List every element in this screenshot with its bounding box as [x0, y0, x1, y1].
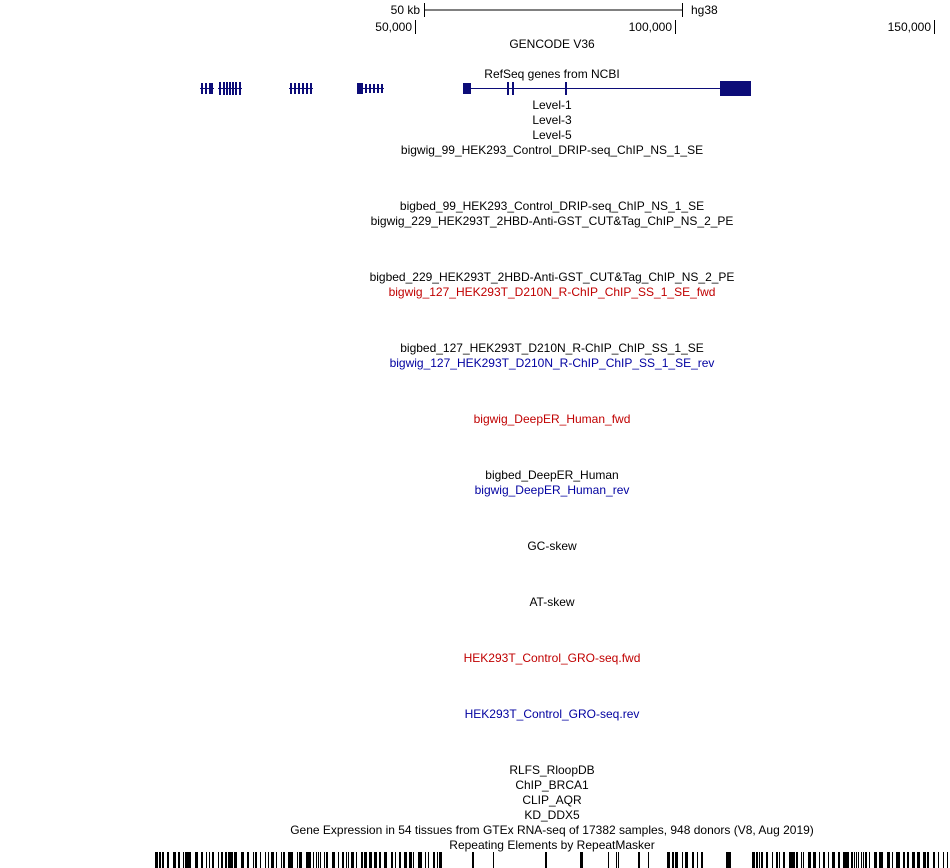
- track-label-19[interactable]: ChIP_BRCA1: [515, 778, 589, 792]
- track-label-2[interactable]: Level-3: [532, 113, 572, 127]
- track-label-9[interactable]: bigbed_127_HEK293T_D210N_R-ChIP_ChIP_SS_…: [400, 341, 704, 355]
- gene-cluster-1[interactable]: [200, 82, 242, 95]
- track-label-22[interactable]: Gene Expression in 54 tissues from GTEx …: [290, 823, 814, 837]
- track-label-12[interactable]: bigbed_DeepER_Human: [485, 468, 619, 482]
- track-label-15[interactable]: AT-skew: [529, 595, 575, 609]
- gene-long-model[interactable]: [463, 81, 751, 96]
- track-label-3[interactable]: Level-5: [532, 128, 572, 142]
- refseq-track-label[interactable]: RefSeq genes from NCBI: [484, 67, 620, 81]
- ruler-tick-label-2: 100,000: [628, 20, 672, 34]
- track-label-11[interactable]: bigwig_DeepER_Human_fwd: [473, 412, 631, 426]
- gene-cluster-2[interactable]: [289, 83, 313, 94]
- scale-bar-label: 50 kb: [390, 3, 420, 17]
- track-label-18[interactable]: RLFS_RloopDB: [509, 763, 595, 777]
- ruler-tick-label-1: 50,000: [375, 20, 412, 34]
- ruler-tick-label-3: 150,000: [887, 20, 931, 34]
- track-label-6[interactable]: bigwig_229_HEK293T_2HBD-Anti-GST_CUT&Tag…: [370, 214, 734, 228]
- track-label-13[interactable]: bigwig_DeepER_Human_rev: [474, 483, 630, 497]
- gene-cluster-3[interactable]: [357, 83, 384, 94]
- base-position-ruler[interactable]: [0, 0, 950, 40]
- track-label-17[interactable]: HEK293T_Control_GRO-seq.rev: [464, 707, 640, 721]
- track-label-4[interactable]: bigwig_99_HEK293_Control_DRIP-seq_ChIP_N…: [400, 143, 704, 157]
- track-label-21[interactable]: KD_DDX5: [524, 808, 580, 822]
- track-label-7[interactable]: bigbed_229_HEK293T_2HBD-Anti-GST_CUT&Tag…: [369, 270, 735, 284]
- track-label-8[interactable]: bigwig_127_HEK293T_D210N_R-ChIP_ChIP_SS_…: [388, 285, 716, 299]
- assembly-label: hg38: [691, 3, 718, 17]
- gene-models-track[interactable]: [0, 0, 950, 100]
- gencode-track-label[interactable]: GENCODE V36: [509, 37, 595, 51]
- track-label-1[interactable]: Level-1: [532, 98, 572, 112]
- track-label-20[interactable]: CLIP_AQR: [522, 793, 582, 807]
- track-label-10[interactable]: bigwig_127_HEK293T_D210N_R-ChIP_ChIP_SS_…: [389, 356, 715, 370]
- track-label-14[interactable]: GC-skew: [527, 539, 577, 553]
- track-label-16[interactable]: HEK293T_Control_GRO-seq.fwd: [463, 651, 641, 665]
- repeat-elements: [155, 852, 948, 868]
- track-label-23[interactable]: Repeating Elements by RepeatMasker: [449, 838, 655, 852]
- track-label-5[interactable]: bigbed_99_HEK293_Control_DRIP-seq_ChIP_N…: [399, 199, 705, 213]
